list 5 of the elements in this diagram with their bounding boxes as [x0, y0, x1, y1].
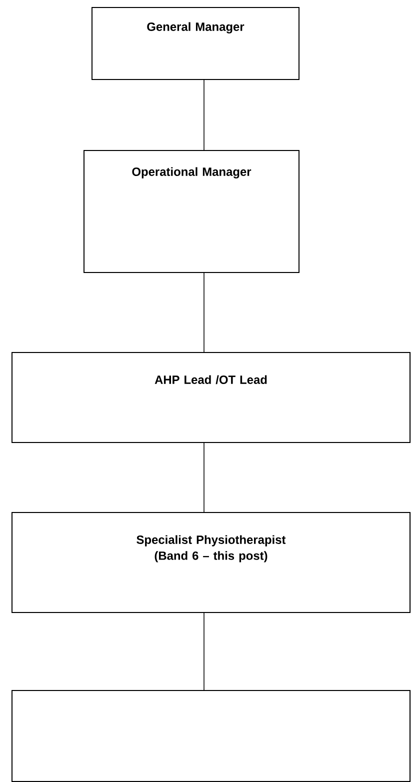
org-box: Operational Manager [84, 150, 300, 273]
org-box: General Manager [92, 7, 300, 80]
org-box: AHP Lead /OT Lead [12, 352, 410, 443]
org-box: Specialist Physiotherapist (Band 6 – this post) [12, 512, 410, 613]
empty-box [12, 690, 410, 782]
